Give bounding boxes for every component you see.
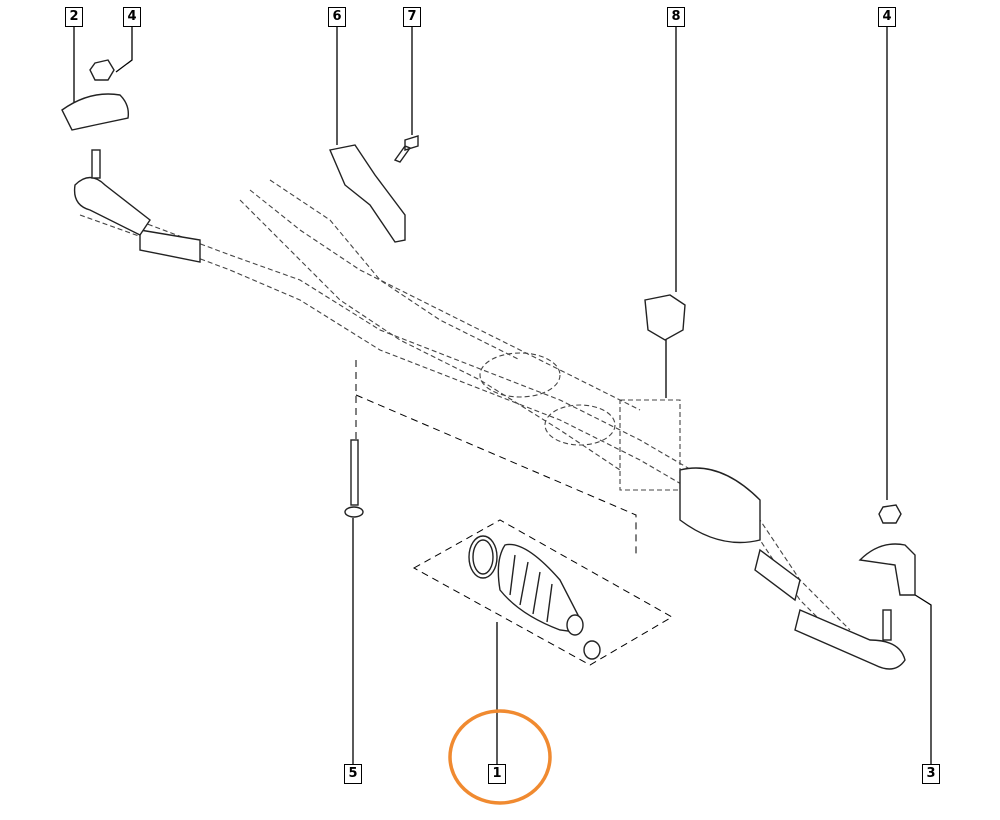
long-bolt	[344, 439, 364, 518]
bolt-small	[393, 135, 419, 163]
callout-2[interactable]: 2	[65, 7, 83, 27]
callout-6[interactable]: 6	[328, 7, 346, 27]
leader-lines	[73, 26, 932, 764]
steering-rack	[79, 179, 851, 651]
highlight-circle	[448, 709, 552, 805]
callout-4-right[interactable]: 4	[878, 7, 896, 27]
heat-shield-left	[61, 93, 130, 131]
callout-7[interactable]: 7	[403, 7, 421, 27]
bracket	[329, 144, 406, 243]
heat-shield-right	[858, 543, 916, 596]
tie-rod-end-left	[73, 149, 151, 236]
tie-rod-end-right	[794, 609, 906, 670]
callout-3[interactable]: 3	[922, 764, 940, 784]
callout-1[interactable]: 1	[488, 764, 506, 784]
callout-8[interactable]: 8	[667, 7, 685, 27]
callout-4-left[interactable]: 4	[123, 7, 141, 27]
nut-right	[878, 504, 902, 524]
callout-5[interactable]: 5	[344, 764, 362, 784]
clip	[644, 294, 686, 341]
nut-left	[89, 59, 115, 81]
assembly-lines	[355, 360, 674, 666]
bellows-boot-kit	[468, 535, 601, 660]
